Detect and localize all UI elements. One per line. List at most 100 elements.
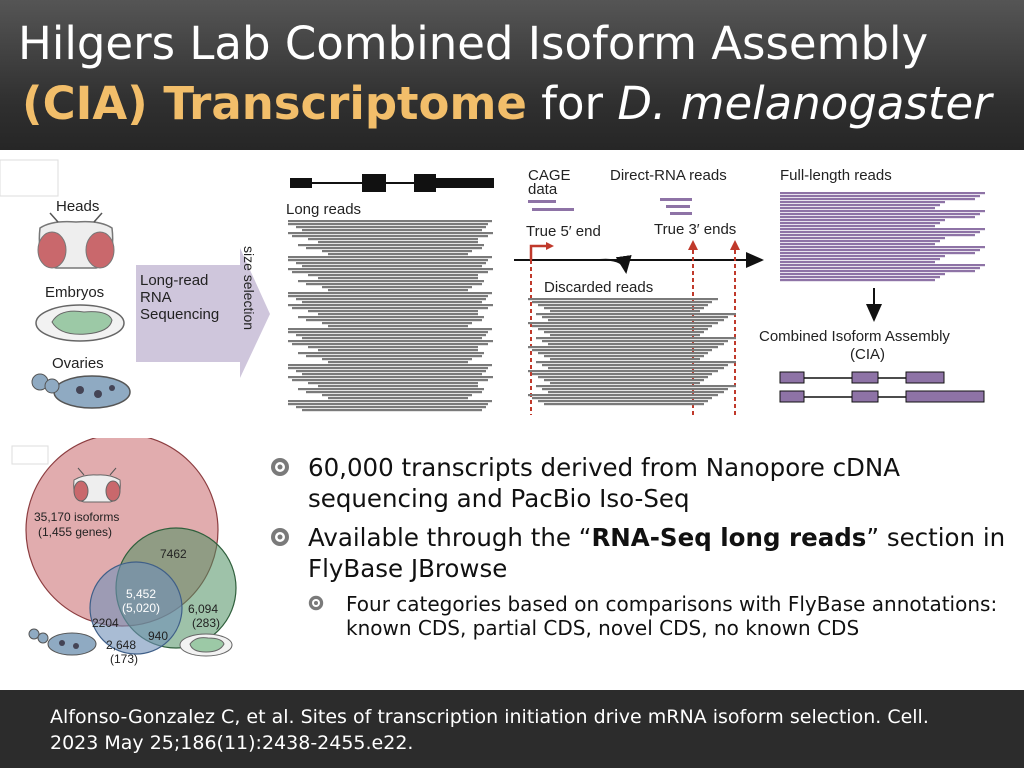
gear-bullet-icon xyxy=(271,458,289,476)
embryo-icon xyxy=(35,304,125,342)
venn-embryo-icon xyxy=(179,633,233,657)
long-read xyxy=(288,232,493,235)
label-discarded-reads: Discarded reads xyxy=(544,279,653,296)
discarded-read xyxy=(538,352,708,355)
discarded-read xyxy=(538,328,708,331)
label-true-3-ends: True 3′ ends xyxy=(654,221,736,238)
panel-label-b xyxy=(11,445,49,465)
long-read xyxy=(322,358,472,361)
panel-label-a xyxy=(0,159,59,197)
cia-isoform-2 xyxy=(779,390,985,403)
discarded-read xyxy=(528,298,718,301)
full-length-read xyxy=(780,198,975,201)
title-accent: (CIA) Transcriptome xyxy=(22,77,527,130)
long-read xyxy=(306,319,482,322)
venn-head-icon xyxy=(73,467,121,503)
full-length-read xyxy=(780,252,975,255)
bullet-1: 60,000 transcripts derived from Nanopore… xyxy=(268,452,1008,514)
long-read xyxy=(308,238,478,241)
full-length-read xyxy=(780,240,940,243)
gear-bullet-icon xyxy=(308,595,324,611)
venn-embryos-ovaries: 940 xyxy=(148,629,168,643)
label-ovaries: Ovaries xyxy=(52,355,104,372)
long-read xyxy=(328,361,468,364)
discarded-read xyxy=(536,337,736,340)
long-read xyxy=(288,295,488,298)
discarded-read xyxy=(536,361,736,364)
seq-label-3: Sequencing xyxy=(140,306,219,323)
long-read xyxy=(296,370,486,373)
full-length-read xyxy=(780,246,985,249)
long-read xyxy=(288,400,492,403)
discarded-read xyxy=(548,343,724,346)
venn-ovaries-count: 2,648 xyxy=(106,638,136,652)
long-read xyxy=(308,274,478,277)
long-read xyxy=(308,382,478,385)
full-length-read xyxy=(780,213,980,216)
long-read xyxy=(288,364,492,367)
long-read xyxy=(288,223,488,226)
long-read xyxy=(328,253,468,256)
long-read xyxy=(302,373,482,376)
discarded-reads-pile xyxy=(528,298,736,406)
long-read xyxy=(296,406,486,409)
venn-heads-genes: (1,455 genes) xyxy=(38,525,112,539)
full-length-read xyxy=(780,195,980,198)
long-read xyxy=(288,328,492,331)
full-length-read xyxy=(780,255,945,258)
venn-ovary-icon xyxy=(28,628,97,656)
size-selection-label: size selection xyxy=(241,246,257,330)
full-length-read xyxy=(780,192,985,195)
long-read xyxy=(288,403,488,406)
drna-read-3 xyxy=(670,212,692,215)
discarded-read xyxy=(550,358,700,361)
title-mid: for xyxy=(526,77,618,130)
seq-label-1: Long-read xyxy=(140,272,208,289)
label-long-reads: Long reads xyxy=(286,201,361,218)
sequencing-arrow xyxy=(136,248,270,378)
venn-embryos-count: 6,094 xyxy=(188,602,218,616)
full-length-read xyxy=(780,264,985,267)
long-read xyxy=(302,409,482,412)
long-read xyxy=(288,268,493,271)
discarded-read xyxy=(542,364,728,367)
long-read xyxy=(318,385,478,388)
full-length-read xyxy=(780,231,980,234)
long-read xyxy=(298,388,484,391)
full-length-read xyxy=(780,228,985,231)
long-read xyxy=(288,292,492,295)
long-read xyxy=(298,280,484,283)
discarded-read xyxy=(542,340,728,343)
workflow-figure: Heads Embryos Ovaries Long-read RNA Sequ… xyxy=(0,159,985,415)
head-icon xyxy=(37,212,115,269)
discarded-read xyxy=(544,307,704,310)
long-read xyxy=(298,352,484,355)
label-cia-2: (CIA) xyxy=(850,346,885,363)
long-read xyxy=(288,256,492,259)
venn-diagram: 35,170 isoforms (1,455 genes) 7462 5,452… xyxy=(11,438,237,666)
full-length-read xyxy=(780,204,940,207)
full-length-read xyxy=(780,207,935,210)
full-length-read xyxy=(780,249,980,252)
discarded-read xyxy=(550,334,700,337)
full-length-read xyxy=(780,237,945,240)
long-read xyxy=(288,331,488,334)
title-species: D. melanogaster xyxy=(617,77,992,130)
title-line-2: (CIA) Transcriptome for D. melanogaster xyxy=(18,74,1018,134)
full-length-read xyxy=(780,279,935,282)
long-read xyxy=(296,226,486,229)
seq-label-2: RNA xyxy=(140,289,172,306)
bullet-2: Available through the “RNA-Seq long read… xyxy=(268,522,1008,584)
drna-read-1 xyxy=(660,198,692,201)
long-read xyxy=(288,304,493,307)
full-length-read xyxy=(780,270,975,273)
full-length-read xyxy=(780,210,985,213)
long-read xyxy=(306,283,482,286)
full-length-read xyxy=(780,201,945,204)
discarded-read xyxy=(544,355,704,358)
long-read xyxy=(328,397,468,400)
title-bar: Hilgers Lab Combined Isoform Assembly (C… xyxy=(0,0,1024,150)
label-direct-rna: Direct-RNA reads xyxy=(610,167,727,184)
long-read xyxy=(292,235,488,238)
discarded-read xyxy=(528,322,718,325)
